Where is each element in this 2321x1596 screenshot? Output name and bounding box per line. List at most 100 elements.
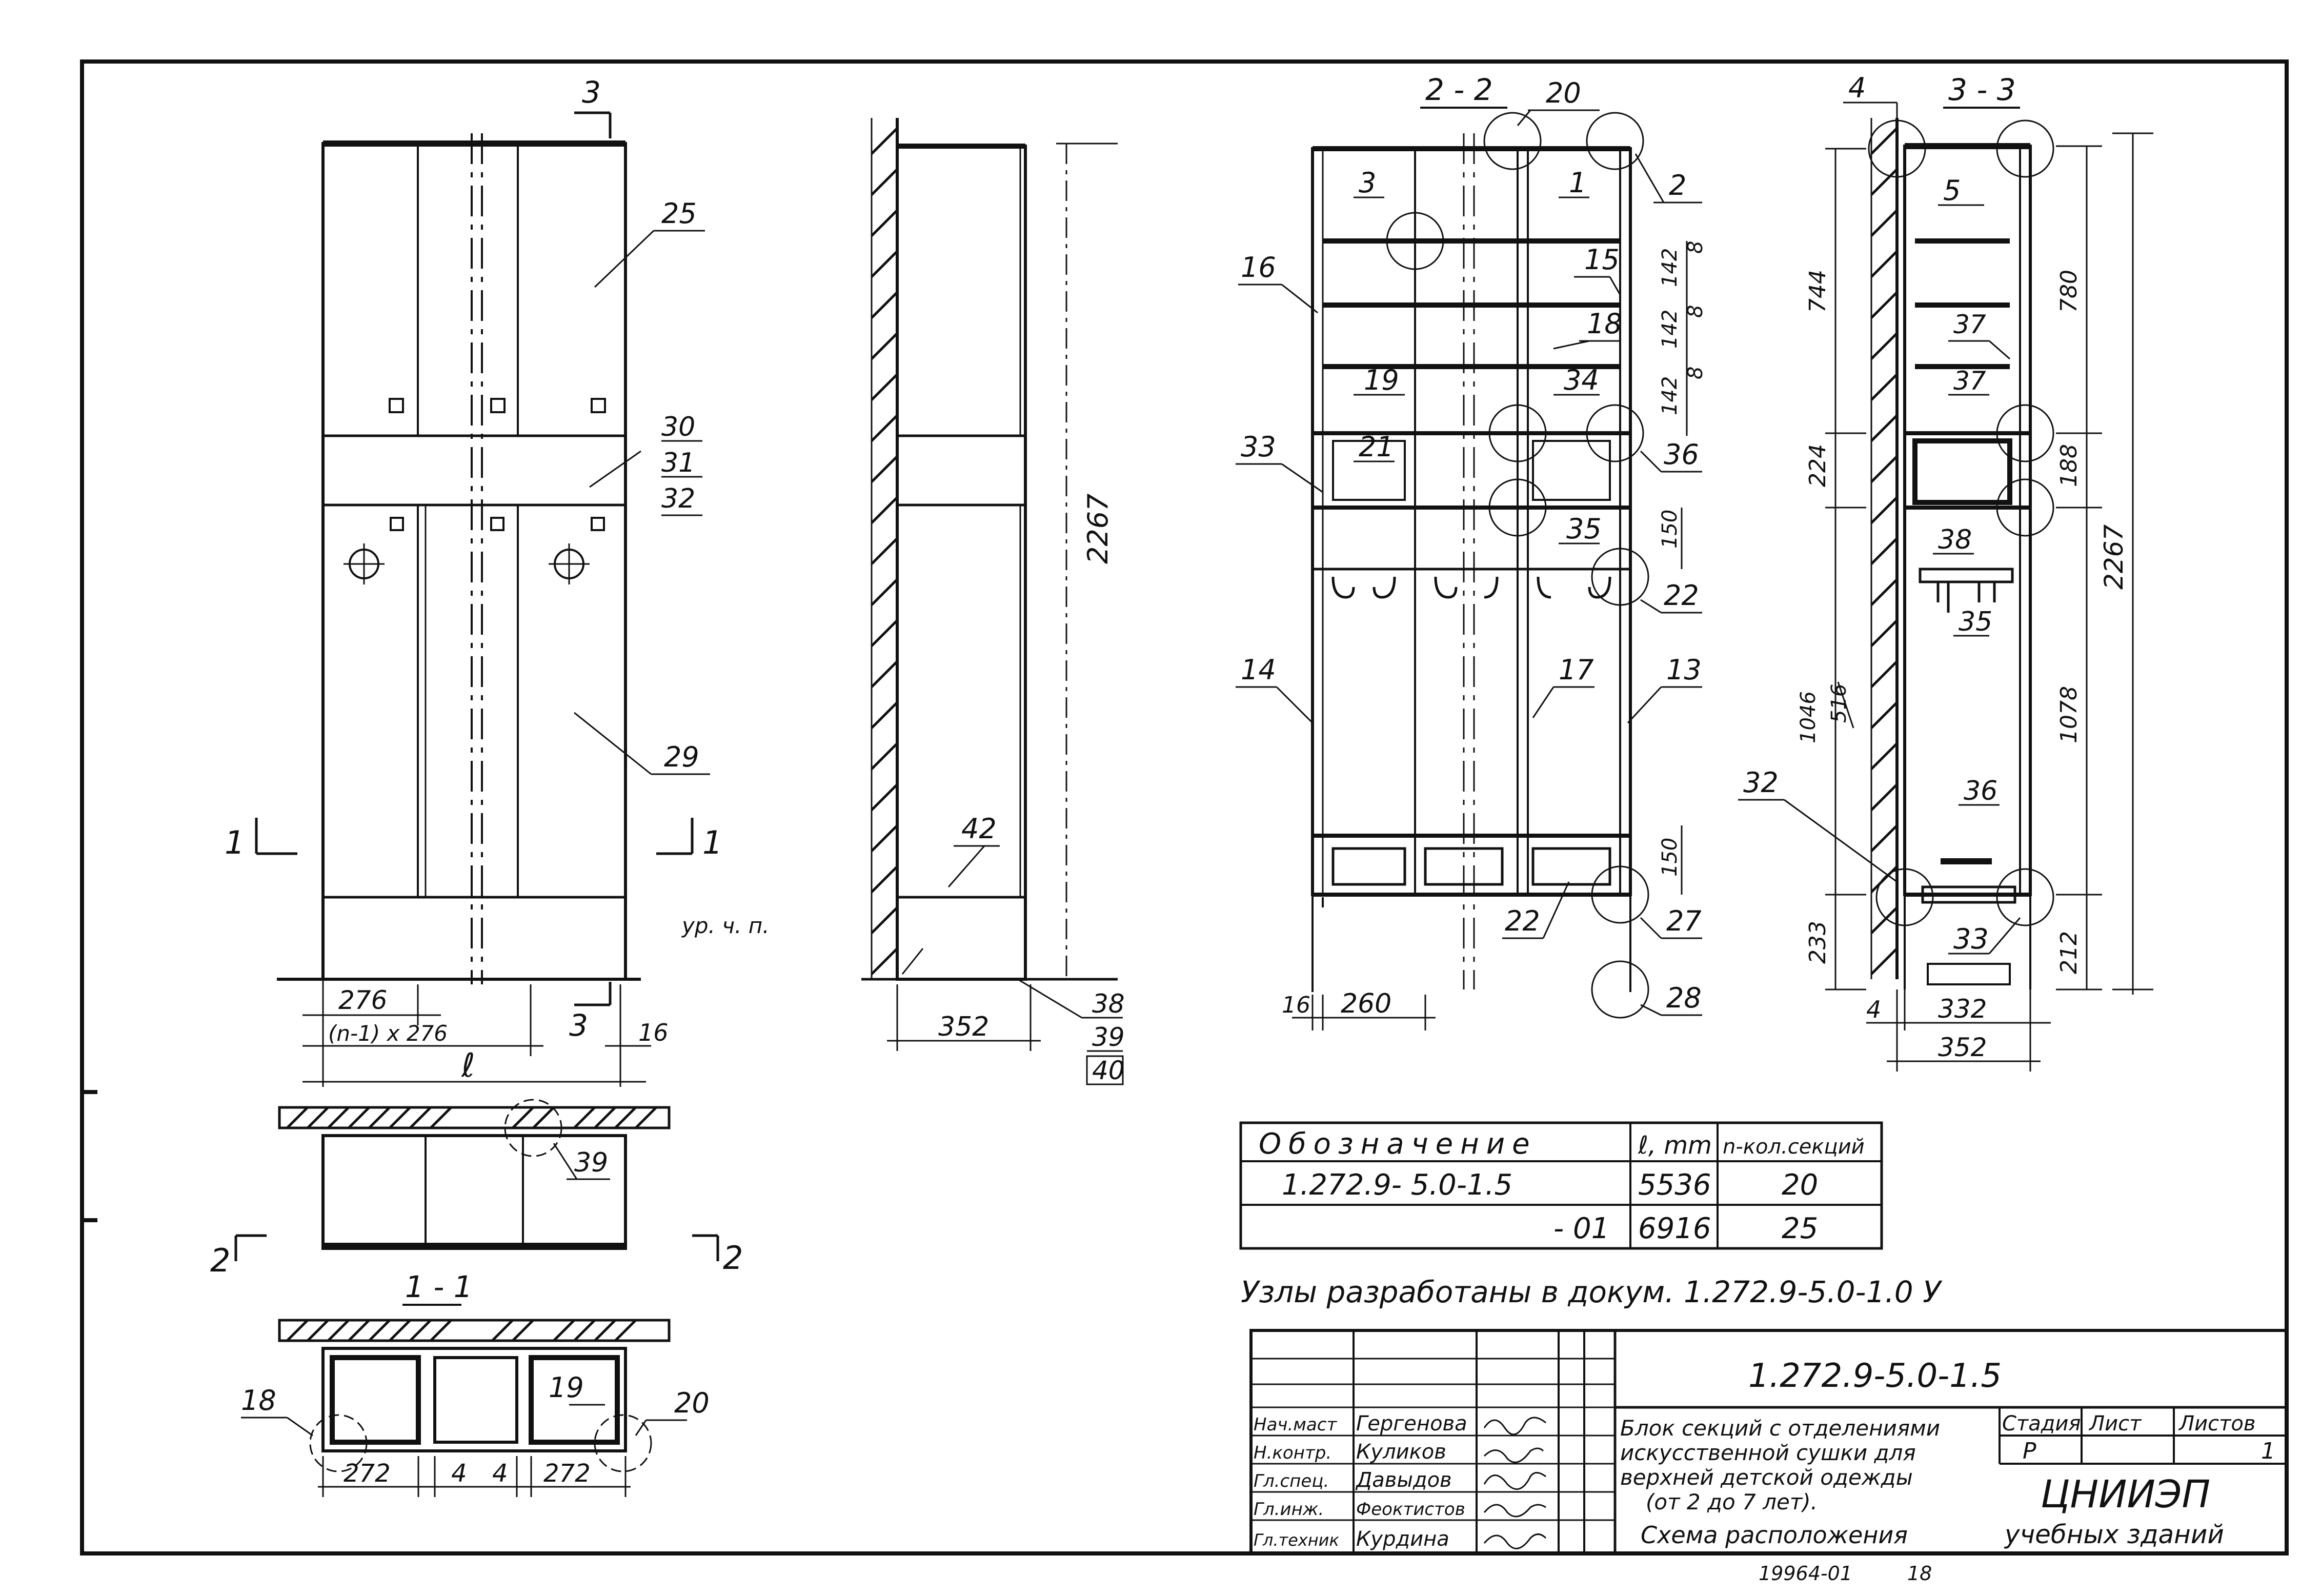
callout-42: 42 — [961, 813, 997, 845]
table-row-2-designation: - 01 — [1553, 1212, 1609, 1245]
dim-744: 744 — [1805, 270, 1831, 313]
dim-gap-8-3: 8 — [1684, 367, 1707, 379]
dim-edge-16-section: 16 — [1282, 992, 1310, 1018]
designation-table: Обозначение ℓ, mm n-кол.секций 1.272.9- … — [1239, 1121, 1883, 1250]
callout-19-plan: 19 — [549, 1371, 584, 1404]
callout-29: 29 — [664, 741, 699, 773]
dim-shelf-142-3: 142 — [1658, 376, 1682, 415]
section-mark-1-left: 1 — [225, 824, 245, 861]
floor-level-label: ур. ч. п. — [681, 913, 770, 938]
organization-dept: учебных зданий — [2004, 1520, 2224, 1549]
dim-4-left: 4 — [451, 1459, 467, 1488]
table-row-1-sections: 20 — [1782, 1168, 1818, 1202]
table-header-sections: n-кол.секций — [1723, 1135, 1865, 1159]
callout-30: 30 — [661, 412, 695, 442]
dim-edge-16: 16 — [638, 1019, 669, 1046]
table-header-length: ℓ, mm — [1638, 1131, 1712, 1160]
callout-18-section: 18 — [1587, 308, 1622, 340]
dim-1046: 1046 — [1797, 691, 1820, 743]
section-3-3: 3 - 3 4 — [1738, 72, 2153, 1072]
sheets-value: 1 — [2261, 1438, 2275, 1464]
dim-212: 212 — [2056, 931, 2082, 974]
callout-3: 3 — [1359, 167, 1376, 199]
callout-33-section: 33 — [1241, 431, 1276, 463]
side-view: 2267 42 38 39 40 352 — [861, 118, 1125, 1085]
callout-33-section33: 33 — [1953, 923, 1989, 955]
callout-14: 14 — [1241, 654, 1276, 686]
callout-35-section33: 35 — [1959, 607, 1992, 637]
staff-role-3: Гл.спец. — [1254, 1471, 1329, 1491]
dim-depth-352-side: 352 — [938, 1012, 989, 1042]
callout-40-side: 40 — [1092, 1056, 1125, 1085]
dim-shelf-142-2: 142 — [1658, 310, 1682, 349]
callout-39-plan: 39 — [574, 1147, 608, 1178]
section-mark-3-bottom: 3 — [569, 1008, 588, 1043]
organization-name: ЦНИИЭП — [2041, 1472, 2210, 1517]
callout-32: 32 — [661, 483, 695, 514]
callout-22-lower: 22 — [1505, 905, 1540, 937]
description-line-4: (от 2 до 7 лет). — [1646, 1489, 1818, 1514]
description-line-2: искусственной сушки для — [1620, 1440, 1916, 1465]
footer-page: 18 — [1907, 1562, 1932, 1585]
section-2-2: 2 - 2 — [1236, 72, 1707, 1031]
stage-header: Стадия — [2002, 1412, 2081, 1436]
footer-code: 19964-01 — [1759, 1562, 1852, 1585]
callout-39-side: 39 — [1092, 1022, 1125, 1052]
document-code: 1.272.9-5.0-1.5 — [1748, 1357, 2002, 1395]
callout-2: 2 — [1669, 169, 1686, 201]
dim-780: 780 — [2056, 270, 2082, 313]
dim-1078: 1078 — [2056, 686, 2082, 743]
staff-role-5: Гл.техник — [1254, 1530, 1339, 1550]
callout-20-plan: 20 — [674, 1387, 710, 1419]
callout-17: 17 — [1559, 654, 1594, 686]
nodes-note: Узлы разработаны в докум. 1.272.9-5.0-1.… — [1241, 1275, 1943, 1309]
dim-150-upper: 150 — [1658, 510, 1682, 549]
callout-32-section: 32 — [1743, 766, 1779, 799]
table-row-1-length: 5536 — [1638, 1168, 1711, 1202]
callout-36-section33: 36 — [1964, 776, 1997, 806]
staff-name-3: Давыдов — [1355, 1468, 1452, 1492]
section-1-1-title: 1 - 1 — [405, 1269, 473, 1304]
dim-150-lower: 150 — [1658, 838, 1682, 877]
staff-name-4: Феоктистов — [1356, 1499, 1465, 1520]
dim-height-2267-side: 2267 — [1082, 494, 1114, 564]
section-mark-3-top: 3 — [582, 75, 601, 110]
callout-13: 13 — [1666, 654, 1702, 686]
dim-272-right: 272 — [543, 1459, 591, 1488]
callout-4: 4 — [1848, 72, 1866, 104]
callout-38-side: 38 — [1092, 989, 1125, 1019]
staff-role-2: Н.контр. — [1254, 1443, 1331, 1463]
dim-224: 224 — [1805, 444, 1831, 487]
dim-233: 233 — [1805, 921, 1831, 964]
sheet-header: Лист — [2088, 1412, 2142, 1436]
callout-28: 28 — [1666, 982, 1702, 1014]
callout-16: 16 — [1241, 251, 1276, 284]
dim-516: 516 — [1827, 684, 1851, 723]
dim-shelf-142-1: 142 — [1658, 248, 1682, 287]
table-header-designation: Обозначение — [1259, 1127, 1537, 1161]
callout-5: 5 — [1943, 174, 1961, 207]
sheet-frame — [80, 59, 2289, 1555]
staff-role-4: Гл.инж. — [1254, 1499, 1324, 1520]
section-mark-2-left: 2 — [210, 1242, 230, 1279]
section-2-2-title: 2 - 2 — [1425, 72, 1493, 107]
coat-hook-icon — [1331, 576, 1611, 599]
staff-name-1: Гергенова — [1356, 1412, 1467, 1436]
staff-role-1: Нач.маст — [1254, 1415, 1337, 1435]
callout-37-upper: 37 — [1953, 310, 1986, 339]
plan-view: 39 2 2 — [210, 1099, 743, 1279]
dim-module-chain: (n-1) x 276 — [328, 1021, 448, 1046]
front-view: 3 3 1 1 25 30 31 32 29 ур. ч. п. 276 — [225, 75, 770, 1087]
section-3-3-title: 3 - 3 — [1948, 72, 2016, 107]
callout-18-plan: 18 — [241, 1384, 276, 1417]
door-handle-icon — [389, 398, 606, 531]
table-row-2-length: 6916 — [1638, 1212, 1711, 1245]
dim-332: 332 — [1938, 994, 1987, 1024]
dim-352-section33: 352 — [1938, 1033, 1987, 1062]
vent-opening-icon — [344, 543, 590, 584]
stage-value: Р — [2023, 1438, 2036, 1464]
sheets-header: Листов — [2178, 1412, 2255, 1436]
callout-15: 15 — [1584, 244, 1620, 276]
staff-name-5: Курдина — [1356, 1527, 1449, 1551]
